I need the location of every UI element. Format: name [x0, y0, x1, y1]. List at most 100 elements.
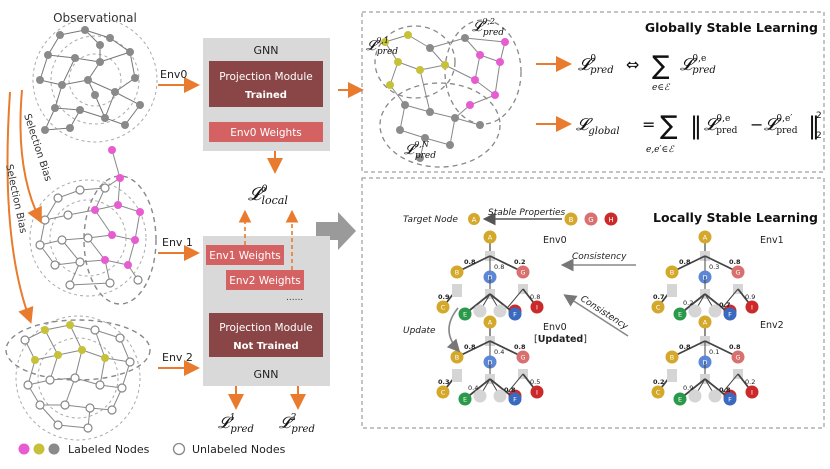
observational-node — [36, 76, 44, 84]
projection-module-trained — [209, 61, 323, 107]
svg-text:0.4: 0.4 — [468, 384, 478, 392]
consistency-label-2: Consistency — [578, 294, 630, 332]
tree-node-C — [436, 300, 450, 314]
env1-graph-node — [136, 208, 144, 216]
env2-graph-node — [53, 420, 63, 430]
env2-graph-node — [95, 380, 105, 390]
consistency-arrow-2 — [563, 294, 629, 337]
partition-graph-node — [466, 101, 474, 109]
env2-graph-node — [45, 375, 55, 385]
target-node-label: Target Node — [403, 215, 458, 225]
partition-graph-node — [461, 34, 469, 42]
partition-graph-node — [446, 141, 454, 149]
legend-labeled: Labeled Nodes — [68, 443, 150, 456]
partition-graph — [374, 19, 522, 168]
observational-node — [96, 41, 104, 49]
svg-text:∑: ∑ — [652, 51, 670, 81]
env2-graph-node — [83, 423, 93, 433]
env2-graph-node — [60, 400, 70, 410]
svg-text:0.2: 0.2 — [653, 378, 665, 386]
svg-text:0.9: 0.9 — [438, 293, 450, 301]
svg-text:C: C — [656, 389, 661, 397]
observational-label: Observational — [53, 11, 137, 25]
observational-node — [126, 48, 134, 56]
env2-graph-node — [31, 356, 39, 364]
partition-graph-node — [426, 44, 434, 52]
observational-node — [76, 106, 84, 114]
svg-text:A: A — [472, 216, 477, 224]
selection-bias-arrow-1 — [19, 89, 42, 224]
tree-node-F — [508, 307, 522, 321]
update-label: Update — [403, 326, 436, 336]
env1-graph-node — [40, 215, 50, 225]
svg-text:2: 2 — [816, 111, 822, 121]
observational-node — [58, 81, 66, 89]
legend-pink-dot — [18, 443, 30, 455]
env0-weights-box — [209, 122, 323, 142]
svg-text:B: B — [455, 269, 459, 277]
env2-graph-node — [23, 380, 33, 390]
env2-graph-node — [125, 357, 135, 367]
svg-text:0.3: 0.3 — [438, 378, 450, 386]
local-panel — [361, 177, 825, 429]
tree-node-hidden — [493, 304, 507, 318]
env2-graph-node — [90, 325, 100, 335]
tree-node-G — [516, 265, 530, 279]
projection-title-bottom: Projection Module — [219, 322, 312, 334]
tree-node-B — [665, 265, 679, 279]
env2-graph-node — [20, 335, 30, 345]
svg-text:C: C — [441, 389, 446, 397]
env1-graph-node — [131, 236, 139, 244]
svg-text:0.3: 0.3 — [709, 263, 719, 271]
svg-text:[Updated]: [Updated] — [534, 334, 587, 345]
svg-text:A: A — [703, 319, 708, 327]
svg-text:0.8: 0.8 — [530, 293, 540, 301]
tree-node-F — [723, 392, 737, 406]
tree-node-A — [698, 315, 712, 329]
svg-text:0.8: 0.8 — [464, 258, 476, 266]
svg-text:B: B — [670, 269, 674, 277]
observational-node — [121, 121, 129, 129]
svg-text:0.1: 0.1 — [709, 348, 719, 356]
projection-title-top: Projection Module — [219, 71, 312, 83]
weights-ellipsis: ...... — [286, 293, 303, 303]
partition-graph-node — [381, 38, 389, 46]
observational-node — [91, 91, 99, 99]
target-node-icon — [468, 213, 480, 225]
gnn-bottom-title: GNN — [254, 368, 279, 381]
legend-olive-dot — [33, 443, 45, 455]
global-panel-title: Globally Stable Learning — [645, 20, 818, 35]
stable-properties-label: Stable Properties — [488, 208, 566, 218]
env0-label: Env0 — [160, 68, 187, 81]
env2-graph — [5, 315, 151, 441]
svg-text:C: C — [656, 304, 661, 312]
svg-text:∑: ∑ — [660, 111, 678, 141]
updated-tag: Updated — [538, 334, 584, 345]
env2-graph-node — [35, 400, 45, 410]
projection-module-not-trained — [209, 313, 323, 357]
gnn-top-title: GNN — [254, 44, 279, 57]
env1-weights-label: Env1 Weights — [209, 250, 281, 262]
legend-gray-dot — [48, 443, 60, 455]
env1-graph-node — [50, 260, 60, 270]
tree-node-B — [450, 350, 464, 364]
selection-bias-arrow-2 — [6, 91, 34, 324]
svg-text:C: C — [441, 304, 446, 312]
svg-text:0.7: 0.7 — [719, 301, 731, 309]
svg-text:B: B — [455, 354, 459, 362]
svg-text:0.7: 0.7 — [653, 293, 665, 301]
partition-graph-node — [451, 114, 459, 122]
env2-graph-node — [66, 321, 74, 329]
env2-graph-node — [70, 373, 80, 383]
partition-graph-node — [396, 126, 404, 134]
tree-node-C — [436, 385, 450, 399]
tree-node-hidden — [473, 389, 487, 403]
observational-node — [131, 74, 139, 82]
tree-node-I — [745, 385, 759, 399]
svg-text:0.5: 0.5 — [530, 378, 540, 386]
svg-text:A: A — [488, 319, 493, 327]
